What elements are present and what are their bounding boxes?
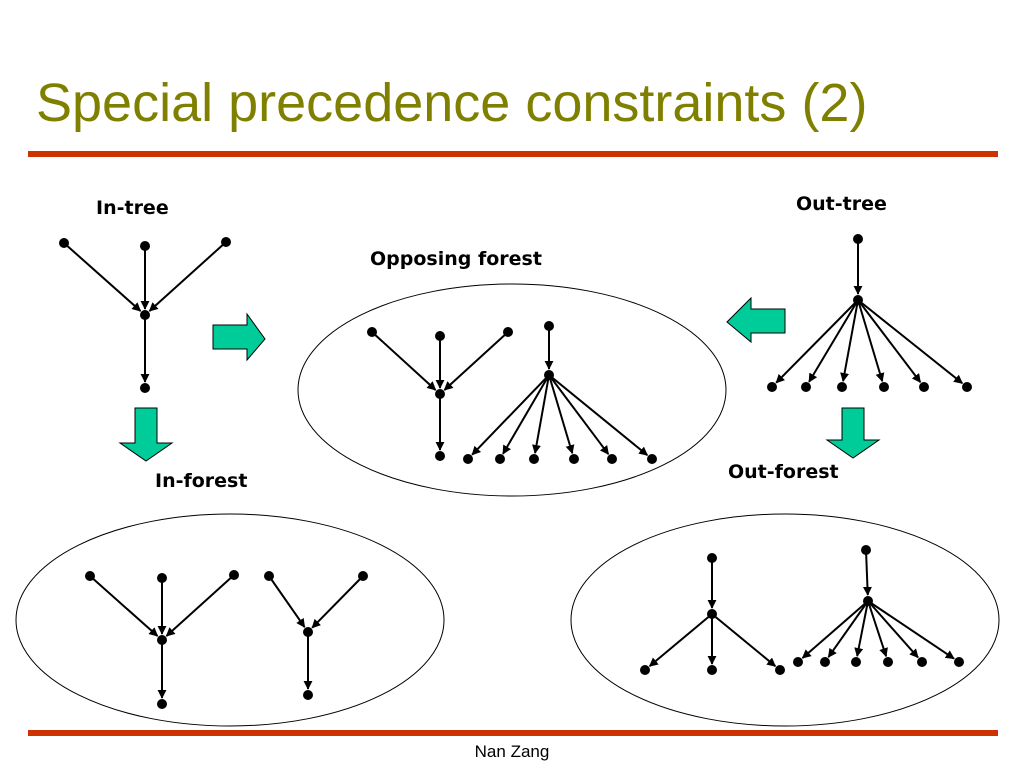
out-forest-tree-b-hub-node: [863, 596, 873, 606]
in-forest-label: In-forest: [155, 470, 248, 492]
out-tree-leaf-node: [801, 382, 811, 392]
out-forest-label: Out-forest: [728, 461, 839, 483]
in-forest-tree-a-source-node: [85, 571, 95, 581]
out-forest-tree-b-leaf-node: [954, 657, 964, 667]
out-forest-tree-b-leaf-node: [851, 657, 861, 667]
out-forest-tree-b-edge: [827, 600, 869, 658]
out-tree-edge: [857, 299, 964, 385]
out-forest-tree-a-edge: [711, 613, 777, 667]
out-tree-root-node: [853, 234, 863, 244]
out-forest-tree-a-edge: [648, 613, 713, 667]
out-tree-edge: [840, 299, 859, 382]
out-forest-tree-b-leaf-node: [917, 657, 927, 667]
out-tree-label: Out-tree: [796, 193, 887, 215]
down-arrow-left: [118, 407, 174, 462]
out-forest-tree-b-leaf-node: [820, 657, 830, 667]
in-forest-tree-b-hub-node: [303, 627, 313, 637]
opposing-out-tree-edge: [532, 374, 550, 454]
opposing-out-tree-edge: [548, 374, 575, 455]
in-forest-tree-b-edge: [268, 575, 306, 628]
out-forest-tree-b-edge: [801, 600, 869, 659]
in-tree-source-node: [59, 238, 69, 248]
opposing-in-tree-edge: [371, 331, 437, 391]
out-forest-tree-a-leaf-node: [640, 665, 650, 675]
bottom-divider: [28, 730, 998, 736]
opposing-in-tree-source-node: [435, 331, 445, 341]
in-forest-tree-a-hub-node: [157, 635, 167, 645]
opposing-out-tree-edge: [548, 374, 610, 455]
opposing-out-tree-leaf-node: [607, 454, 617, 464]
out-tree-edge: [808, 299, 859, 383]
in-forest-tree-a-source-node: [157, 573, 167, 583]
opposing-forest-label: Opposing forest: [370, 248, 542, 270]
in-forest-tree-a-source-node: [229, 570, 239, 580]
in-tree-source-node: [140, 241, 150, 251]
out-forest-tree-b-edge: [867, 600, 919, 659]
out-forest-ellipse: [570, 513, 1000, 727]
in-forest-tree-a-edge: [165, 574, 235, 637]
opposing-out-tree-leaf-node: [529, 454, 539, 464]
in-forest-tree-b-sink-node: [303, 690, 313, 700]
in-forest-tree-b-edge: [311, 575, 364, 629]
out-forest-tree-b-leaf-node: [793, 657, 803, 667]
opposing-in-tree-hub-node: [435, 389, 445, 399]
slide-title: Special precedence constraints (2): [36, 73, 868, 133]
opposing-out-tree-leaf-node: [463, 454, 473, 464]
opposing-forest-ellipse: [297, 283, 727, 497]
opposing-out-tree-leaf-node: [569, 454, 579, 464]
right-arrow: [212, 312, 266, 362]
in-tree-edge: [63, 242, 142, 312]
in-tree-source-node: [221, 237, 231, 247]
in-forest-ellipse: [15, 513, 445, 727]
in-forest-tree-a-edge: [89, 575, 159, 637]
in-tree-sink-node: [140, 383, 150, 393]
out-tree-leaf-node: [919, 382, 929, 392]
out-tree-hub-node: [853, 295, 863, 305]
down-arrow-right: [825, 407, 881, 459]
opposing-out-tree-leaf-node: [495, 454, 505, 464]
out-forest-tree-a-root-node: [707, 553, 717, 563]
opposing-out-tree-leaf-node: [647, 454, 657, 464]
out-tree-edge: [775, 299, 859, 384]
out-forest-tree-b-root-node: [861, 545, 871, 555]
out-forest-tree-a-leaf-node: [707, 665, 717, 675]
out-tree-edge: [857, 299, 922, 383]
in-forest-tree-b-source-node: [358, 571, 368, 581]
in-tree-hub-node: [140, 310, 150, 320]
in-tree-label: In-tree: [96, 197, 169, 219]
out-forest-tree-b-edge: [854, 600, 869, 657]
opposing-in-tree-sink-node: [435, 451, 445, 461]
out-forest-tree-b-leaf-node: [883, 657, 893, 667]
out-forest-tree-b-edge: [867, 600, 955, 660]
out-tree-leaf-node: [837, 382, 847, 392]
opposing-in-tree-edge: [443, 331, 509, 391]
in-forest-tree-a-sink-node: [157, 699, 167, 709]
out-tree-leaf-node: [879, 382, 889, 392]
top-divider: [28, 151, 998, 157]
opposing-in-tree-source-node: [503, 327, 513, 337]
out-tree-edge: [857, 299, 885, 383]
out-forest-tree-b-edge: [862, 549, 872, 596]
opposing-out-tree-root-node: [544, 321, 554, 331]
opposing-out-tree-hub-node: [544, 370, 554, 380]
opposing-out-tree-edge: [502, 374, 550, 455]
out-forest-tree-a-hub-node: [707, 609, 717, 619]
in-forest-tree-b-source-node: [264, 571, 274, 581]
out-forest-tree-a-leaf-node: [775, 665, 785, 675]
in-tree-edge: [148, 241, 227, 312]
footer-author: Nan Zang: [474, 742, 550, 761]
opposing-out-tree-edge: [471, 374, 550, 456]
out-tree-leaf-node: [962, 382, 972, 392]
opposing-in-tree-source-node: [367, 327, 377, 337]
left-arrow: [726, 296, 786, 344]
opposing-out-tree-edge: [548, 374, 649, 456]
out-forest-tree-b-edge: [867, 600, 888, 658]
out-tree-leaf-node: [767, 382, 777, 392]
